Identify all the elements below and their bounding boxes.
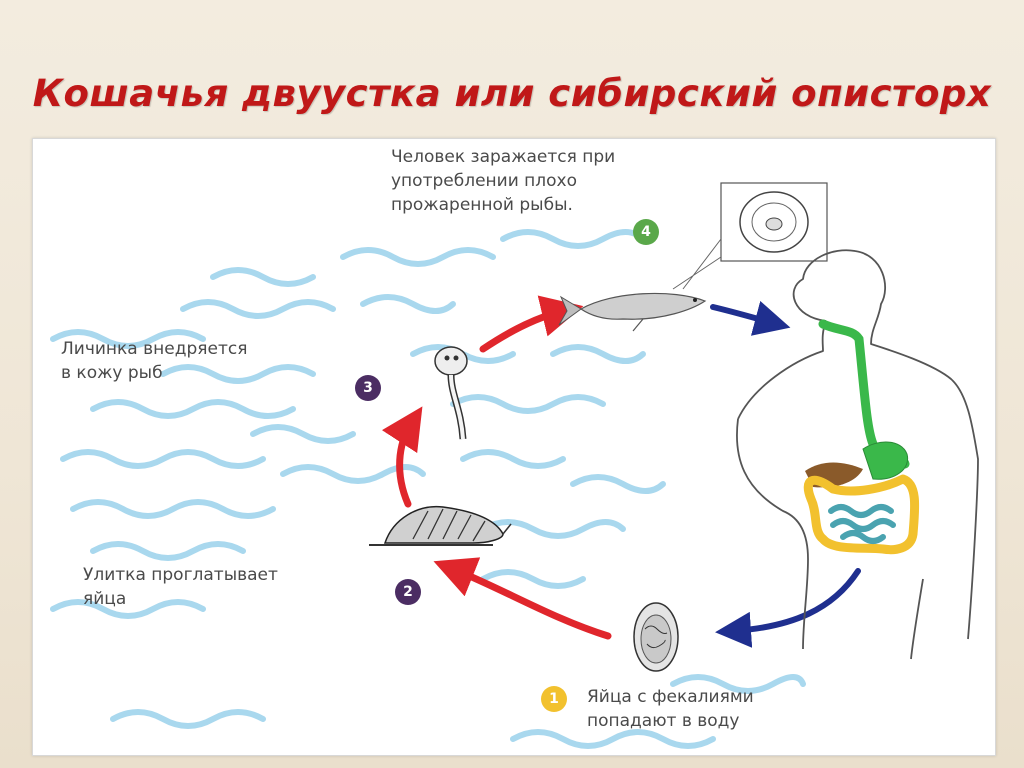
human-icon (736, 249, 979, 660)
page-title: Кошачья двуустка или сибирский описторх (32, 72, 992, 115)
step-4-caption: Человек заражается при употреблении плох… (391, 147, 616, 215)
arrow-larva-to-fish (479, 295, 584, 353)
step-4-badge: 4 (633, 219, 659, 245)
larva-icon (434, 346, 468, 440)
arrow-egg-to-snail (433, 557, 612, 640)
fish-icon (558, 292, 707, 332)
water-waves (50, 229, 806, 749)
snail-icon (369, 505, 512, 546)
lifecycle-diagram: Человек заражается при употреблении плох… (32, 138, 996, 756)
blue-arrows (710, 300, 861, 648)
step-2-badge: 2 (395, 579, 421, 605)
arrow-human-to-egg (715, 568, 861, 648)
cyst-inset (672, 182, 828, 290)
red-arrows (381, 295, 612, 640)
arrow-snail-to-larva (381, 406, 423, 508)
step-3-caption: Личинка внедряется в кожу рыб (61, 339, 248, 383)
diagram-canvas (50, 182, 979, 749)
step-2-caption: Улитка проглатывает яйца (83, 565, 278, 609)
arrow-fish-to-human (710, 300, 791, 336)
step-1-badge: 1 (541, 686, 567, 712)
egg-icon (633, 602, 679, 672)
step-3-badge: 3 (355, 375, 381, 401)
step-1-caption: Яйца с фекалиями попадают в воду (587, 687, 754, 731)
